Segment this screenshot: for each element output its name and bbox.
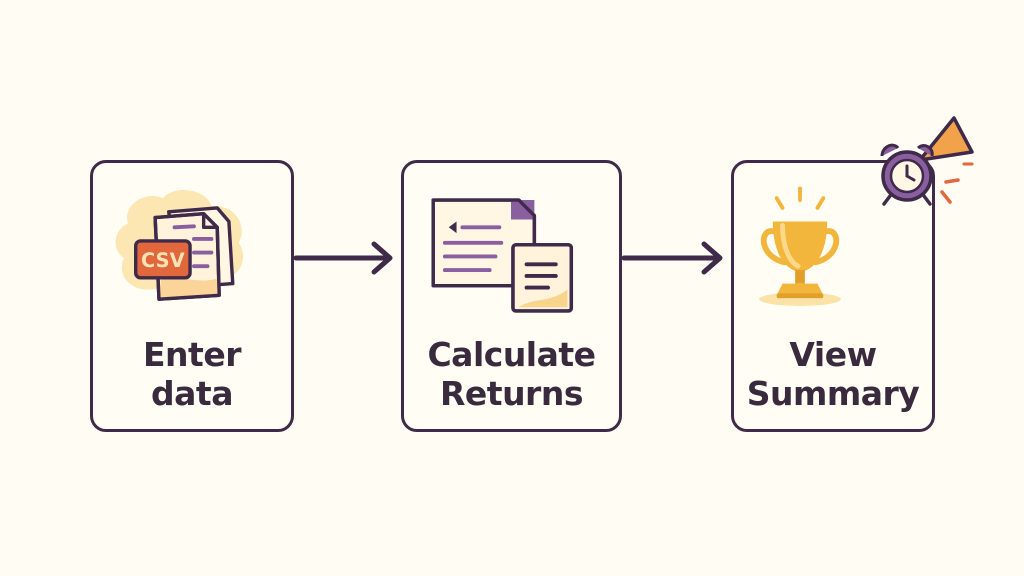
- step-label-line-1: View: [789, 335, 877, 374]
- step-card-enter-data: CSV Enter data: [90, 160, 294, 432]
- arrow-right-icon: [294, 241, 393, 275]
- step-label-line-1: Calculate: [427, 335, 596, 374]
- step-label-line-1: Enter: [143, 335, 241, 374]
- step-label-line-2: Returns: [440, 374, 583, 413]
- csv-document-icon: CSV: [115, 190, 244, 301]
- step-label-line-2: Summary: [746, 374, 920, 413]
- alarm-clock-icon: [880, 116, 974, 206]
- step-label: Enter data: [93, 335, 291, 413]
- step-card-view-summary: View Summary: [731, 160, 935, 432]
- step-card-calculate-returns: Calculate Returns: [401, 160, 622, 432]
- step-label-line-2: data: [151, 374, 233, 413]
- step-label: Calculate Returns: [404, 335, 619, 413]
- csv-badge-text: CSV: [141, 249, 185, 272]
- arrow-right-icon: [622, 241, 723, 275]
- documents-icon: [431, 198, 574, 313]
- step-label: View Summary: [734, 335, 932, 413]
- trophy-icon: [759, 186, 841, 306]
